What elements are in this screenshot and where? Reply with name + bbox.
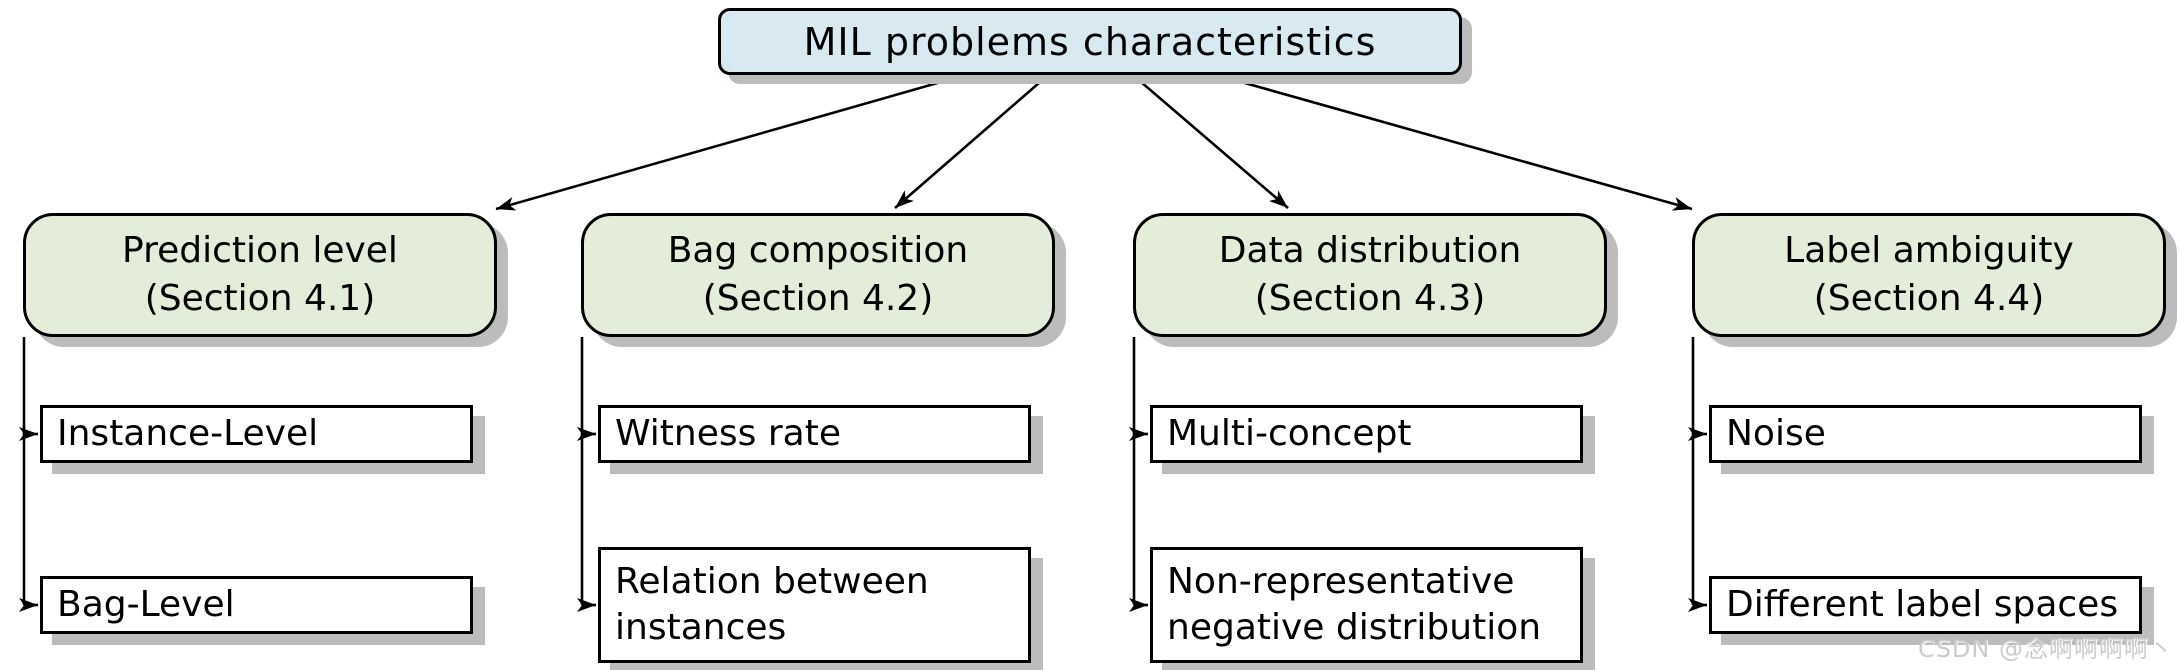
branch-title: Label ambiguity [1784, 230, 2074, 272]
leaf-node-noise: Noise [1709, 405, 2142, 463]
branch-title: Data distribution [1218, 230, 1522, 272]
root-node-label: MIL problems characteristics [803, 19, 1377, 64]
leaf-label: Different label spaces [1726, 583, 2119, 625]
branch-subtitle: (Section 4.3) [1254, 278, 1486, 319]
leaf-label: Multi-concept [1167, 412, 1412, 454]
branch-title: Bag composition [667, 230, 969, 272]
leaf-label: Non-representative negative distribution [1167, 560, 1542, 648]
leaf-node-non-representative-negative-distribution: Non-representative negative distribution [1150, 547, 1583, 663]
leaf-node-bag-level: Bag-Level [40, 576, 473, 634]
leaf-node-different-label-spaces: Different label spaces [1709, 576, 2142, 634]
leaf-label: Bag-Level [57, 583, 235, 625]
leaf-node-witness-rate: Witness rate [598, 405, 1031, 463]
branch-node-label-ambiguity: Label ambiguity (Section 4.4) [1692, 213, 2166, 337]
branch-node-data-distribution: Data distribution (Section 4.3) [1133, 213, 1607, 337]
arrow-root-to-branch-2 [1133, 75, 1289, 209]
leaf-label: Instance-Level [57, 412, 319, 454]
branch-subtitle: (Section 4.4) [1813, 278, 2045, 319]
arrow-root-to-branch-0 [495, 74, 963, 211]
arrow-root-to-branch-3 [1219, 74, 1693, 211]
arrow-root-to-branch-1 [894, 75, 1048, 209]
leaf-node-instance-level: Instance-Level [40, 405, 473, 463]
branch-title: Prediction level [122, 230, 398, 272]
branch-node-prediction-level: Prediction level (Section 4.1) [23, 213, 497, 337]
leaf-label: Witness rate [615, 412, 841, 454]
branch-node-bag-composition: Bag composition (Section 4.2) [581, 213, 1055, 337]
branch-subtitle: (Section 4.1) [144, 278, 376, 319]
root-node: MIL problems characteristics [718, 8, 1462, 75]
leaf-label: Noise [1726, 412, 1826, 454]
csdn-watermark: CSDN @念啊啊啊啊丶 [1917, 635, 2174, 663]
leaf-node-relation-between-instances: Relation between instances [598, 547, 1031, 663]
branch-subtitle: (Section 4.2) [702, 278, 934, 319]
leaf-node-multi-concept: Multi-concept [1150, 405, 1583, 463]
leaf-label: Relation between instances [615, 560, 929, 648]
